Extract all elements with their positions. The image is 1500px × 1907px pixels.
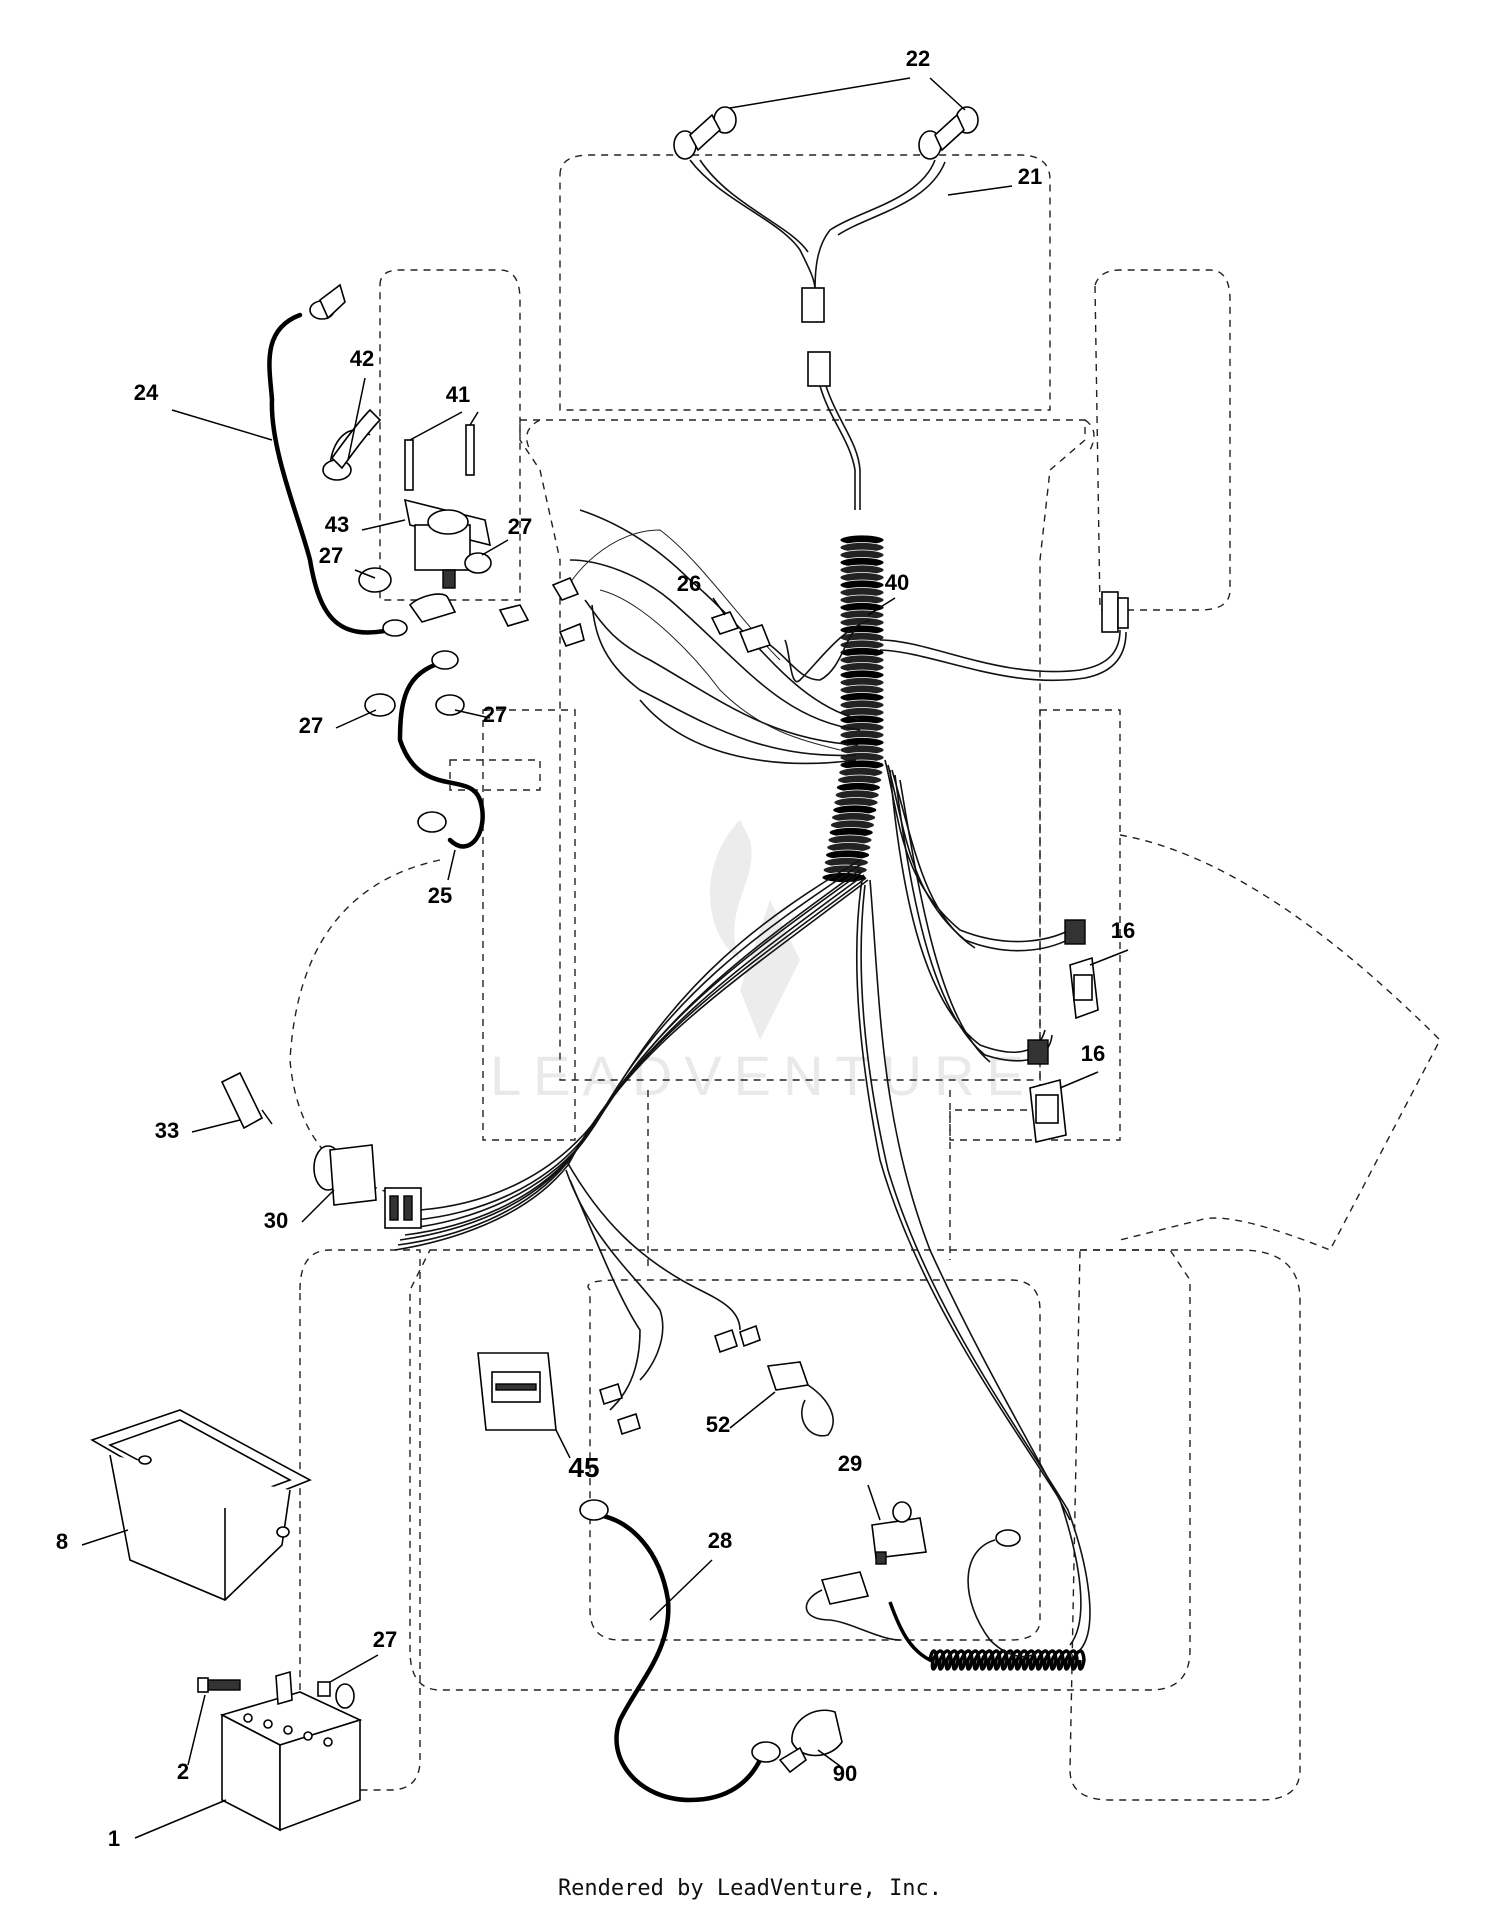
callout-90: 90 (833, 1761, 857, 1786)
callout-40: 40 (885, 570, 909, 595)
bolt-2 (197, 1677, 241, 1693)
callout-8: 8 (56, 1529, 68, 1554)
nut-27 (317, 1681, 331, 1697)
coil-connector (805, 1529, 1041, 1658)
callout-2: 2 (177, 1759, 189, 1784)
callout-16a: 16 (1111, 918, 1135, 943)
callout-33: 33 (155, 1118, 179, 1143)
callout-27a: 27 (508, 514, 532, 539)
callout-1: 1 (108, 1826, 120, 1851)
callout-29: 29 (838, 1451, 862, 1476)
solenoid-assembly (267, 283, 585, 849)
callout-52: 52 (706, 1412, 730, 1437)
callout-45: 45 (568, 1452, 599, 1483)
footer-credit: Rendered by LeadVenture, Inc. (558, 1876, 942, 1901)
connector-26 (710, 611, 856, 681)
component-29 (871, 1501, 927, 1565)
callout-21: 21 (1018, 164, 1042, 189)
callout-26: 26 (677, 571, 701, 596)
callout-30: 30 (264, 1208, 288, 1233)
headlight-harness (673, 106, 979, 510)
switch-16-lower (1027, 1039, 1067, 1143)
leader-lines (81, 77, 1129, 1839)
callout-16b: 16 (1081, 1041, 1105, 1066)
callout-41: 41 (446, 382, 470, 407)
ignition-switch-30 (313, 1144, 422, 1229)
callout-42: 42 (350, 346, 374, 371)
boot-90 (778, 1709, 843, 1774)
wire-terminals (599, 1324, 834, 1437)
callout-27c: 27 (299, 713, 323, 738)
watermark: LEADVENTURE (490, 820, 1036, 1107)
callout-43: 43 (325, 512, 349, 537)
battery-1 (219, 1670, 363, 1832)
callout-27e: 27 (373, 1627, 397, 1652)
callout-22: 22 (906, 46, 930, 71)
callout-25: 25 (428, 883, 452, 908)
harness-wires (394, 509, 1127, 1651)
callout-27d: 27 (483, 702, 507, 727)
battery-cable-28 (579, 1499, 781, 1803)
battery-tray-8 (90, 1409, 312, 1601)
right-connector (1101, 591, 1129, 633)
hour-meter-45 (477, 1352, 557, 1431)
callout-27b: 27 (319, 543, 343, 568)
key-33 (220, 1071, 273, 1130)
main-harness-conduit (821, 534, 885, 883)
callout-28: 28 (708, 1528, 732, 1553)
coiled-wire (888, 1601, 1086, 1671)
chassis-outline (289, 154, 1441, 1801)
switch-16-upper (1064, 919, 1099, 1020)
callout-24: 24 (134, 380, 159, 405)
watermark-text: LEADVENTURE (490, 1044, 1036, 1107)
